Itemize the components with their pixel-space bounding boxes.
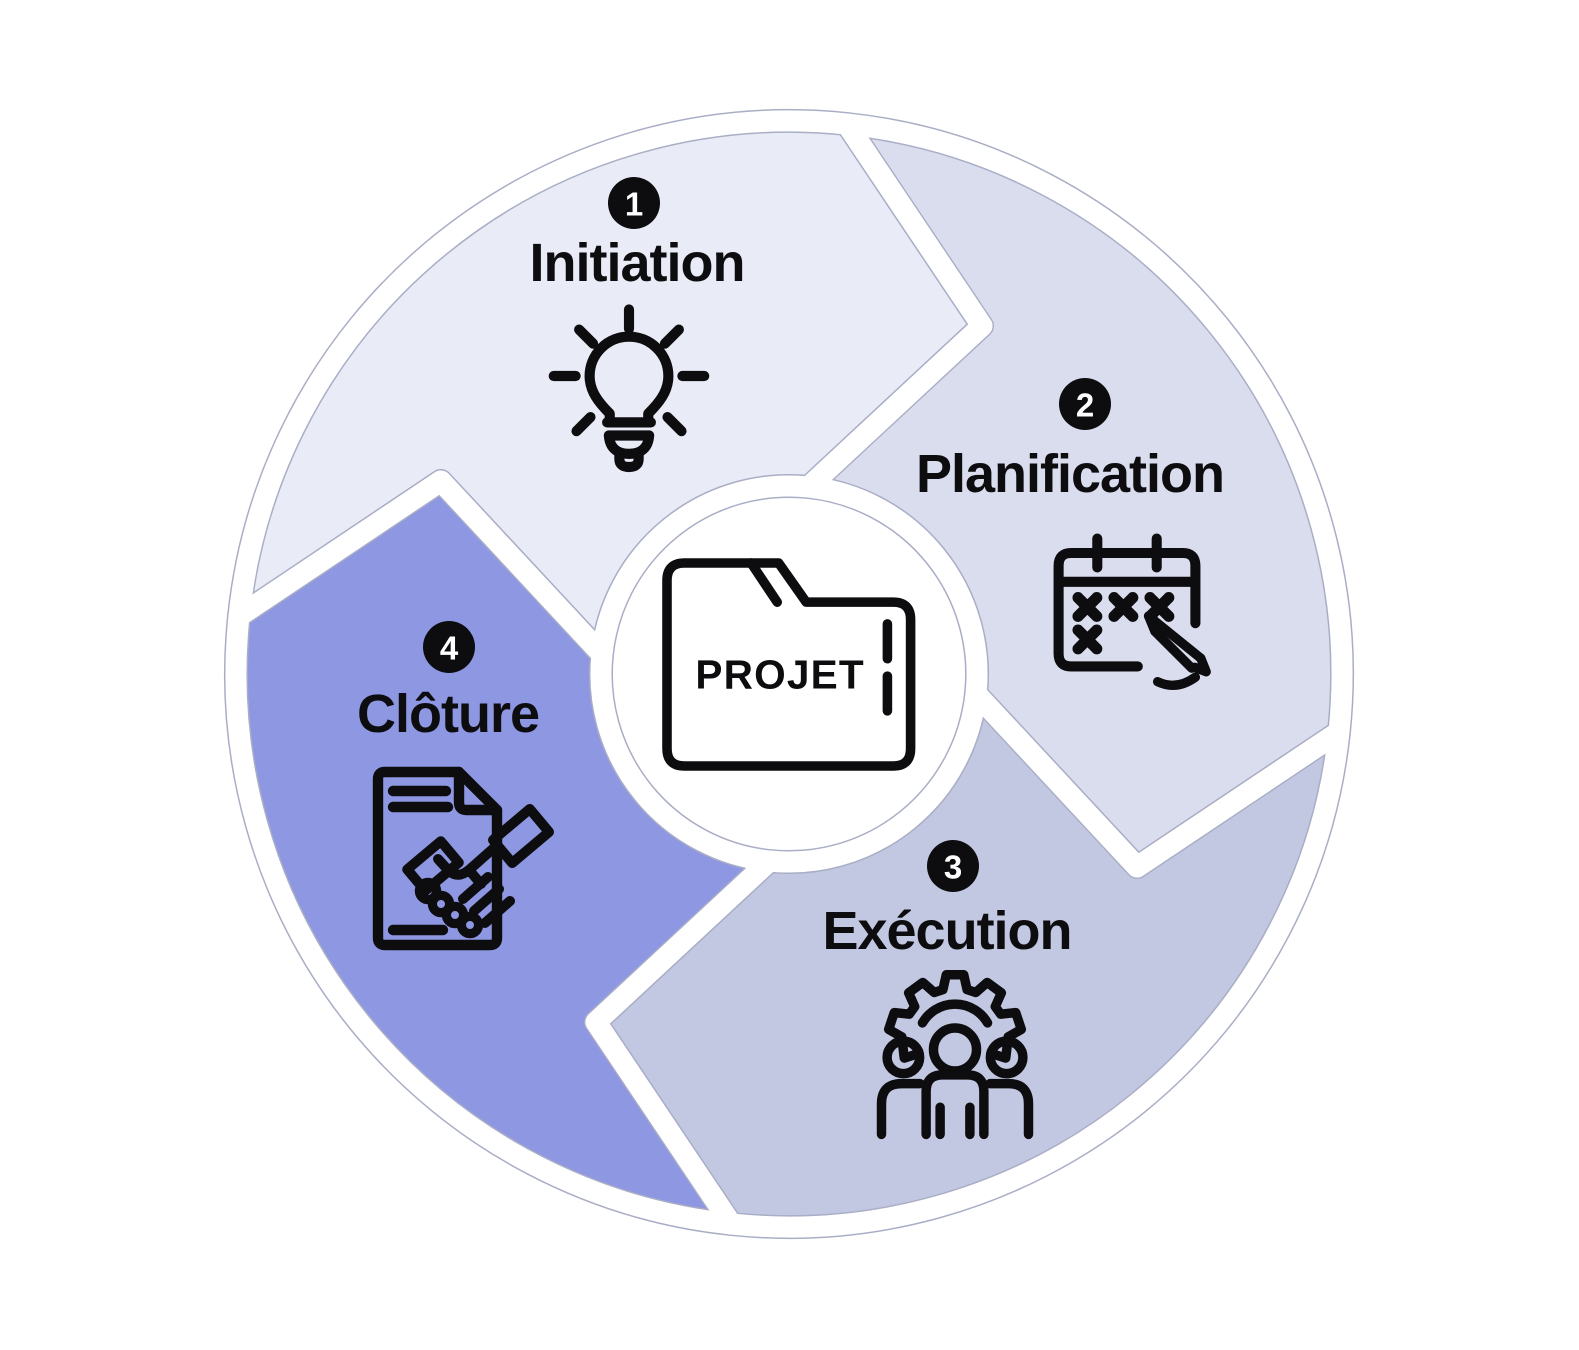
project-folder-label: PROJET — [695, 652, 864, 698]
phase-label-cloture: Clôture — [357, 684, 539, 744]
phase-number: 3 — [944, 849, 962, 886]
project-folder-icon: PROJET — [662, 558, 916, 771]
phase-number: 2 — [1076, 387, 1094, 424]
phase-label-planification: Planification — [916, 444, 1224, 504]
segment-gap — [798, 113, 1353, 878]
phase-number: 1 — [625, 186, 643, 223]
phase-number-badge — [1059, 378, 1111, 430]
document-handshake-icon — [372, 766, 554, 951]
gear-team-icon — [876, 970, 1034, 1140]
phase-number: 4 — [440, 630, 459, 667]
segment-gap — [225, 470, 780, 1235]
segment-gaps-layer — [225, 110, 1353, 1238]
lightbulb-idea-icon — [548, 304, 710, 473]
calendar-pencil-icon — [1053, 533, 1211, 690]
phase-label-execution: Exécution — [822, 901, 1071, 961]
segment-gap — [228, 110, 993, 665]
segment-gap — [585, 683, 1350, 1238]
phase-label-initiation: Initiation — [530, 233, 745, 293]
phase-number-badge — [927, 840, 979, 892]
phase-number-badge — [608, 177, 660, 229]
phase-number-badge — [423, 621, 475, 673]
